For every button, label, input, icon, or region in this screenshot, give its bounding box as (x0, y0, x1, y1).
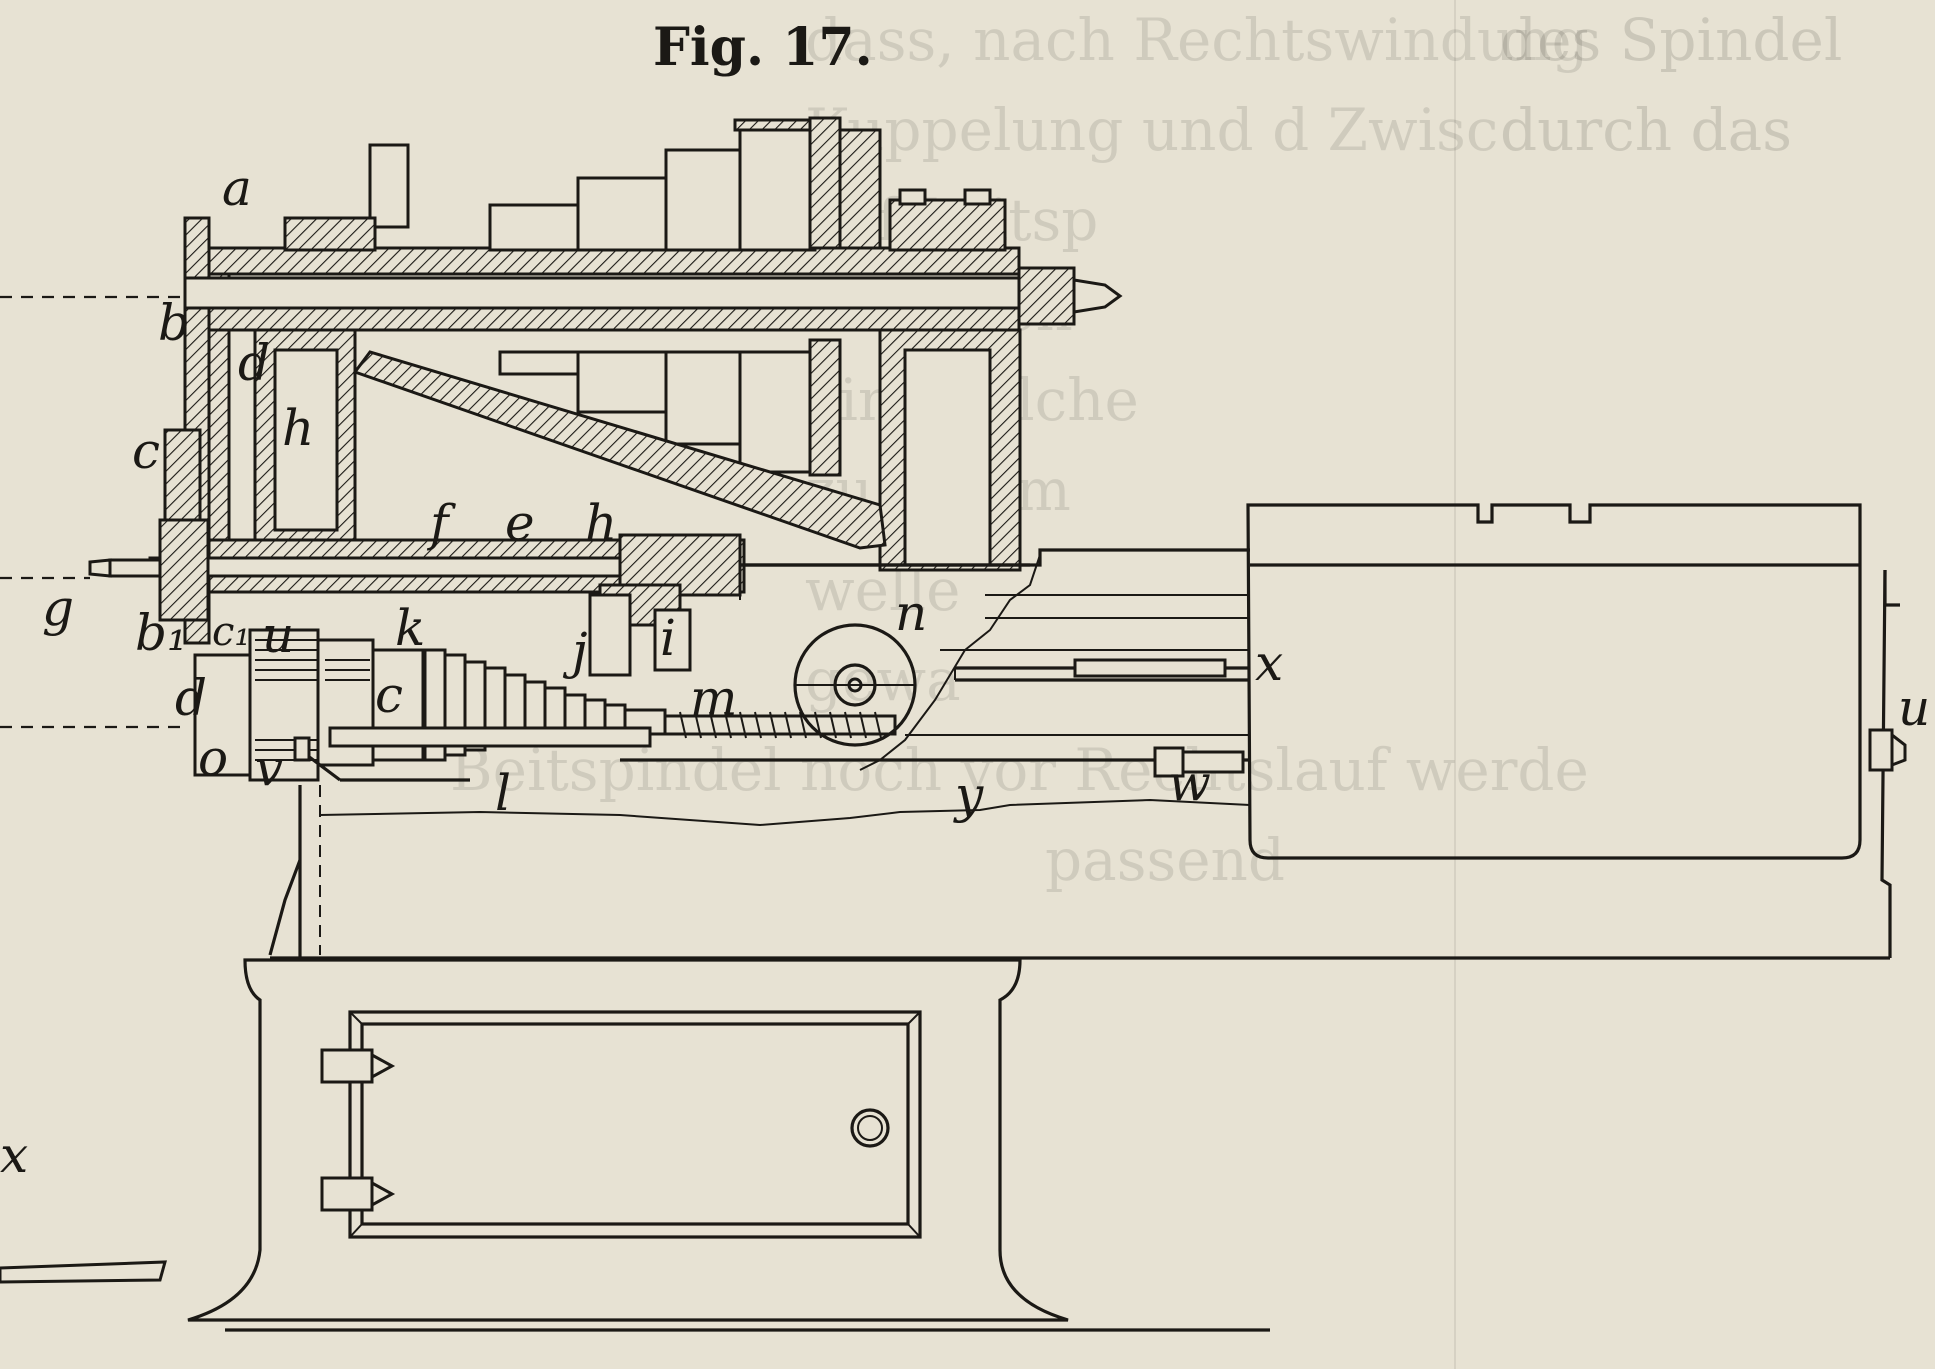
carriage (1246, 503, 1907, 860)
label-y: y (953, 766, 984, 824)
ghost-line: passend (1045, 826, 1285, 894)
door-knob (850, 1108, 890, 1148)
label-x-right: x (1255, 634, 1283, 692)
label-n: n (895, 584, 927, 642)
feed-gearbox (193, 593, 917, 782)
label-h-lower: h (585, 494, 617, 552)
label-d: d (238, 334, 270, 392)
label-u: u (262, 606, 294, 664)
label-e: e (505, 494, 535, 552)
label-l: l (495, 764, 511, 822)
centre-lines (0, 295, 185, 729)
worm-shaft (663, 714, 897, 736)
headstock (88, 116, 1123, 645)
pedestal (187, 958, 1270, 1332)
label-g: g (42, 579, 74, 637)
label-c2: c (375, 666, 403, 724)
label-j: j (562, 622, 588, 680)
ghost-line: durch das (1500, 96, 1792, 164)
label-h-upper: h (282, 399, 314, 457)
main-spindle (183, 276, 1027, 310)
label-a: a (222, 159, 252, 217)
label-m: m (690, 669, 737, 727)
gear-teeth (255, 639, 370, 761)
label-w: w (1168, 754, 1211, 812)
adjacent-figure-fragment (0, 1260, 167, 1284)
label-i: i (660, 609, 676, 667)
label-k: k (395, 599, 425, 657)
figure-title: Fig. 17. (653, 17, 873, 78)
label-b1: b₁ (135, 604, 187, 662)
label-o: o (198, 729, 228, 787)
ghost-line: Kuppelung und d Zwisc (805, 96, 1498, 164)
label-u-right: u (1898, 679, 1930, 737)
label-x-left: x (0, 1126, 28, 1184)
label-b: b (158, 294, 190, 352)
ghost-line: gewa (805, 646, 961, 714)
label-c1: c₁ (212, 609, 250, 655)
label-c: c (132, 422, 160, 480)
lathe-bed (268, 554, 1892, 960)
label-v: v (255, 739, 283, 797)
reference-letters: a b d c h f e h g b₁ c₁ u k j i n x d c … (0, 159, 1930, 1184)
ghost-line: des Spindel (1500, 6, 1842, 74)
ghost-line: dass, nach Rechtswindung (805, 6, 1589, 74)
label-d1: d (175, 669, 207, 727)
